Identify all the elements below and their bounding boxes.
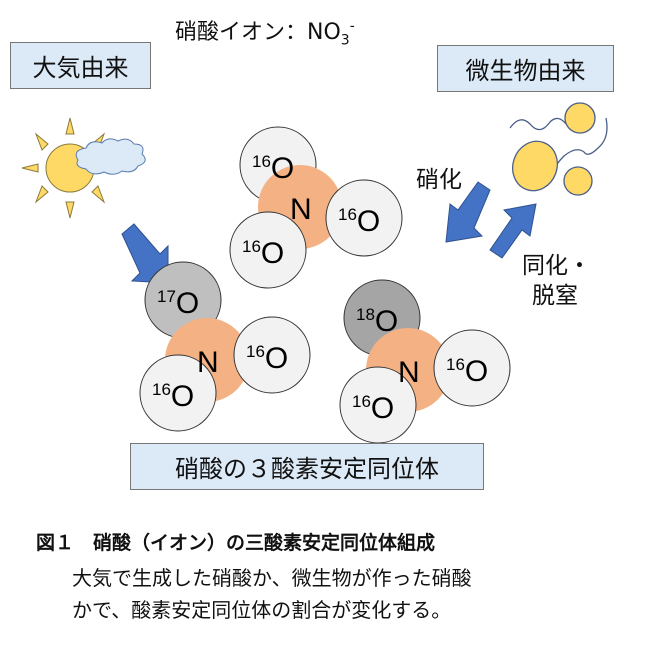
oxygen-16-atom: [433, 329, 511, 407]
figure-caption-heading: 図１ 硝酸（イオン）の三酸素安定同位体組成: [36, 532, 436, 554]
oxygen-label: 16O: [252, 152, 294, 185]
page-title: 硝酸イオン：NO3-: [175, 14, 355, 49]
arrow-atmosphere-to-nitrate: [121, 223, 169, 284]
figure-caption-line1: 大気で生成した硝酸か、微生物が作った硝酸: [72, 566, 472, 590]
title-superscript: -: [349, 18, 355, 35]
oxygen-label: 16O: [242, 237, 284, 270]
oxygen-label: 16O: [338, 205, 380, 238]
denitrification-label: 脱窒: [532, 283, 578, 309]
title-text: 硝酸イオン：NO: [175, 20, 341, 45]
nitrification-label: 硝化: [416, 167, 462, 193]
assimilation-label: 同化・: [522, 253, 591, 279]
arrow-assimilation: [489, 203, 537, 259]
oxygen-16-atom: [325, 179, 403, 257]
nitrogen-label: N: [398, 356, 420, 389]
oxygen-label: 18O: [356, 305, 398, 338]
oxygen-16-atom: [229, 211, 307, 289]
microbial-origin-box: 微生物由来: [437, 45, 614, 92]
oxygen-16-atom: [233, 316, 311, 394]
nitrogen-label: N: [290, 193, 312, 226]
arrow-nitrification: [445, 181, 491, 243]
atom-shapes: [229, 126, 403, 289]
isotopes-box: 硝酸の３酸素安定同位体: [130, 443, 484, 490]
atom-shapes: [339, 279, 511, 444]
title-subscript: 3: [340, 32, 350, 49]
cloud-icon: [75, 138, 146, 175]
oxygen-label: 16O: [446, 355, 488, 388]
figure-caption-line2: かで、酸素安定同位体の割合が変化する。: [72, 598, 452, 622]
oxygen-label: 16O: [246, 342, 288, 375]
atmospheric-origin-box: 大気由来: [10, 42, 151, 89]
oxygen-label: 16O: [352, 392, 394, 425]
nitrogen-label: N: [197, 346, 219, 379]
oxygen-label: 17O: [157, 287, 199, 320]
atom-shapes: [139, 261, 311, 432]
microbes-icon: [509, 102, 608, 196]
oxygen-label: 16O: [152, 380, 194, 413]
oxygen-16-atom: [139, 354, 217, 432]
